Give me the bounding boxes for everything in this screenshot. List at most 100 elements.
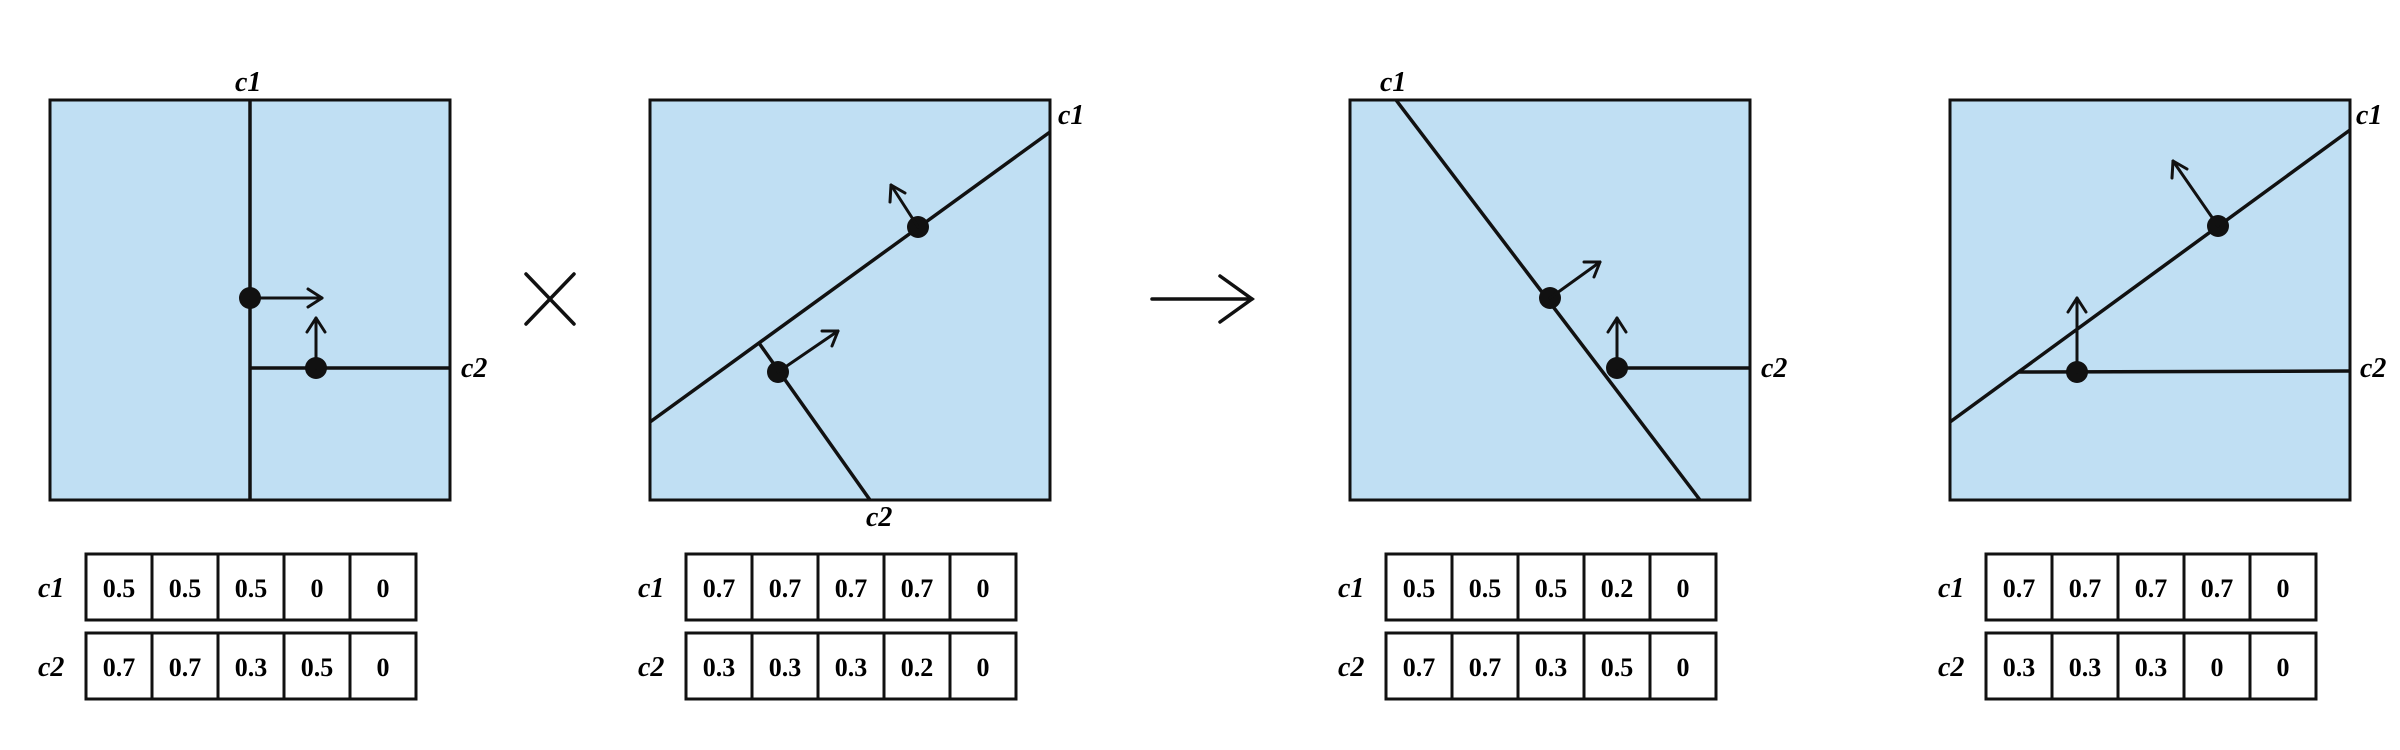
table-cell-value: 0.5 bbox=[103, 574, 136, 603]
table-cell bbox=[84, 631, 154, 701]
times-icon bbox=[524, 272, 576, 326]
panel-4-line-c1 bbox=[1948, 128, 2352, 424]
panel-4-normal-arrow-c1 bbox=[2170, 159, 2220, 228]
panel-4: c1 c2 bbox=[1948, 98, 2386, 502]
arrow-right-icon bbox=[1150, 274, 1255, 324]
table-cell-value: 0 bbox=[2211, 653, 2224, 682]
table-cell bbox=[816, 631, 886, 701]
table-cell-value: 0 bbox=[1677, 653, 1690, 682]
table-row-label: c1 bbox=[1938, 573, 1964, 604]
table-cell-value: 0.5 bbox=[235, 574, 268, 603]
table-row-label: c1 bbox=[38, 573, 64, 604]
panel-3-label-c1: c1 bbox=[1380, 67, 1406, 98]
table-row-label: c2 bbox=[1338, 652, 1364, 683]
table-cell bbox=[150, 631, 220, 701]
table-cell-value: 0.5 bbox=[1601, 653, 1634, 682]
table-cell bbox=[1984, 552, 2054, 622]
tables: c1 0.5 0.5 0.5 0 0 c2 0.7 0.7 0.3 0.5 0 c1 0.7 0.7 0.7 0… bbox=[38, 552, 2318, 701]
table-cell-value: 0.3 bbox=[2003, 653, 2036, 682]
table-cell bbox=[150, 552, 220, 622]
panel-1: c1 c2 bbox=[48, 67, 487, 502]
table-cell bbox=[348, 631, 418, 701]
table-cell-value: 0 bbox=[1677, 574, 1690, 603]
table-cell-value: 0.5 bbox=[169, 574, 202, 603]
table-cell-value: 0.7 bbox=[1469, 653, 1502, 682]
table-cell-value: 0.7 bbox=[2201, 574, 2234, 603]
panel-2-square bbox=[648, 98, 1052, 502]
table-cell bbox=[1648, 631, 1718, 701]
panel-4-label-c2: c2 bbox=[2360, 353, 2386, 384]
table-row-label: c2 bbox=[638, 652, 664, 683]
table-cell-value: 0.5 bbox=[1469, 574, 1502, 603]
table-cell bbox=[84, 552, 154, 622]
table-cell-value: 0 bbox=[977, 653, 990, 682]
table-cell bbox=[216, 631, 286, 701]
table-cell bbox=[684, 631, 754, 701]
panel-2: c1 c2 bbox=[648, 98, 1084, 533]
table-cell bbox=[1648, 552, 1718, 622]
table-cell bbox=[2182, 631, 2252, 701]
table-cell-value: 0.7 bbox=[1403, 653, 1436, 682]
table-cell bbox=[882, 631, 952, 701]
table-cell-value: 0.5 bbox=[1403, 574, 1436, 603]
table-cell-value: 0.7 bbox=[2069, 574, 2102, 603]
table-cell-value: 0.7 bbox=[703, 574, 736, 603]
table-cell bbox=[2116, 552, 2186, 622]
table-cell bbox=[2248, 552, 2318, 622]
panel-3-normal-arrow-c2 bbox=[1606, 316, 1628, 370]
table-cell-value: 0.2 bbox=[1601, 574, 1634, 603]
table-cell bbox=[2050, 631, 2120, 701]
table-cell bbox=[1516, 631, 1586, 701]
panel-2-label-c2: c2 bbox=[866, 502, 892, 533]
panel-1-normal-arrow-c1 bbox=[248, 287, 324, 309]
table-cell-value: 0.3 bbox=[1535, 653, 1568, 682]
panel-2-label-c1: c1 bbox=[1058, 100, 1084, 131]
table-cell-value: 0.7 bbox=[769, 574, 802, 603]
table-cell bbox=[2116, 631, 2186, 701]
table-cell bbox=[948, 552, 1018, 622]
table-cell bbox=[1984, 631, 2054, 701]
table-cell bbox=[2050, 552, 2120, 622]
panel-2-normal-arrow-c2 bbox=[776, 329, 840, 374]
table-cell-value: 0 bbox=[2277, 574, 2290, 603]
table-cell-value: 0.2 bbox=[901, 653, 934, 682]
table-row-label: c2 bbox=[1938, 652, 1964, 683]
table-cell-value: 0 bbox=[377, 653, 390, 682]
table-cell-value: 0 bbox=[977, 574, 990, 603]
panel-1-label-c2: c2 bbox=[461, 353, 487, 384]
table-cell-value: 0.3 bbox=[703, 653, 736, 682]
table-cell-value: 0.3 bbox=[769, 653, 802, 682]
table-cell bbox=[948, 631, 1018, 701]
panel-3-normal-arrow-c1 bbox=[1548, 260, 1602, 300]
panel-2-normal-arrow-c1 bbox=[888, 183, 920, 229]
panel-2-line-c1 bbox=[648, 130, 1052, 424]
panel-4-normal-arrow-c2 bbox=[2066, 296, 2088, 374]
table-cell-value: 0.3 bbox=[2135, 653, 2168, 682]
panel-4-square bbox=[1948, 98, 2352, 502]
table-cell bbox=[1582, 552, 1652, 622]
panel-1-label-c1: c1 bbox=[235, 67, 261, 98]
panel-4-label-c1: c1 bbox=[2356, 100, 2382, 131]
table-cell bbox=[2248, 631, 2318, 701]
table-row-label: c1 bbox=[1338, 573, 1364, 604]
table-cell-value: 0 bbox=[311, 574, 324, 603]
table-cell-value: 0.7 bbox=[103, 653, 136, 682]
table-cell-value: 0.7 bbox=[2135, 574, 2168, 603]
table-cell bbox=[684, 552, 754, 622]
table-cell-value: 0.3 bbox=[235, 653, 268, 682]
panel-1-normal-arrow-c2 bbox=[305, 316, 327, 370]
table-cell-value: 0 bbox=[2277, 653, 2290, 682]
table-cell-value: 0.5 bbox=[1535, 574, 1568, 603]
table-cell bbox=[282, 631, 352, 701]
table-cell-value: 0.7 bbox=[901, 574, 934, 603]
table-cell-value: 0.3 bbox=[835, 653, 868, 682]
panel-3: c1 c2 bbox=[1348, 67, 1787, 502]
table-cell-value: 0.3 bbox=[2069, 653, 2102, 682]
table-row-label: c2 bbox=[38, 652, 64, 683]
table-cell-value: 0.7 bbox=[2003, 574, 2036, 603]
table-cell-value: 0.5 bbox=[301, 653, 334, 682]
table-cell bbox=[750, 631, 820, 701]
table-cell-value: 0 bbox=[377, 574, 390, 603]
table-row-label: c1 bbox=[638, 573, 664, 604]
